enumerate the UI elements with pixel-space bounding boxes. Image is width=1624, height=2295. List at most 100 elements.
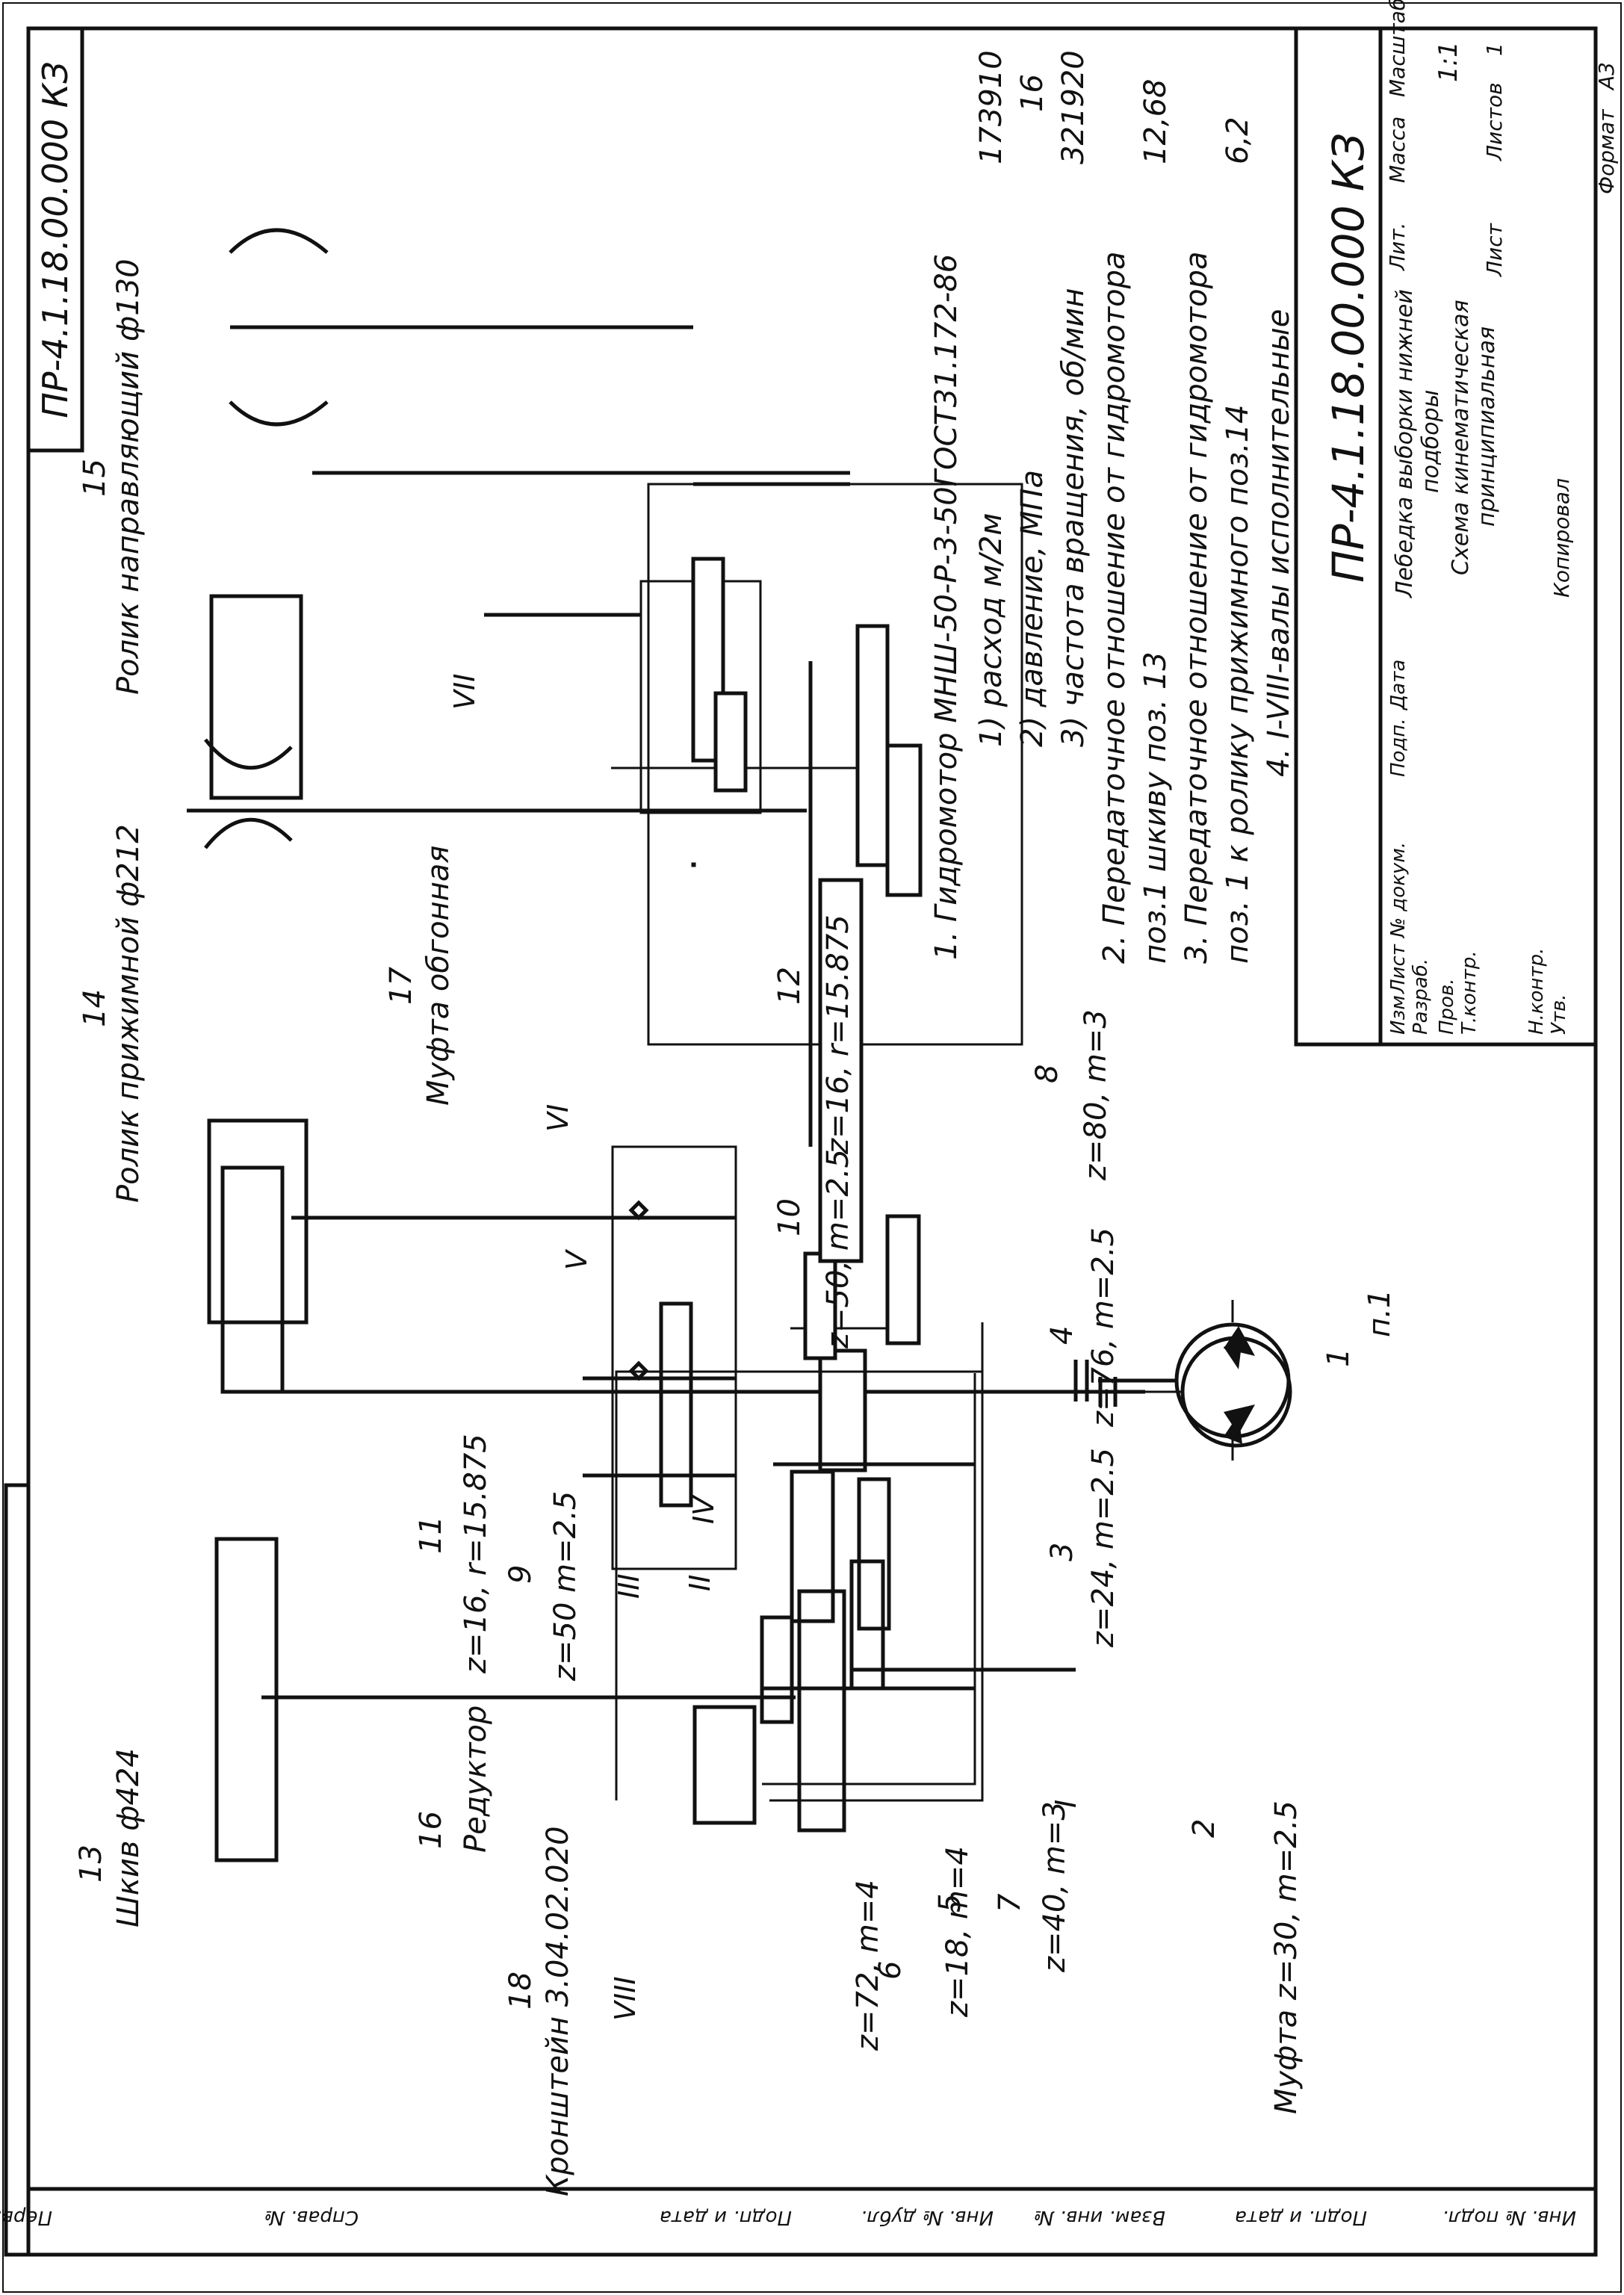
note-line-2: 1) расход м/2м: [974, 513, 1008, 747]
pos-1-number: 1: [1321, 1348, 1356, 1367]
pos-2-number: 2: [1187, 1819, 1221, 1838]
gear-5-rect: [760, 1615, 794, 1724]
pos-6-number: 6: [873, 1961, 908, 1980]
pulley-13-rect: [214, 1537, 279, 1862]
tb-name-line-4: принципиальная: [1474, 326, 1500, 527]
note-value-1: 173910: [974, 50, 1008, 164]
note-line-1: 1. Гидромотор МНШ-50-Р-3-50ГОСТ31.172-86: [929, 254, 964, 960]
corner-code: ПР-4.1.18.00.000 КЗ: [35, 61, 75, 418]
title-block: ПР-4.1.18.00.000 КЗ Лебедка выборки нижн…: [1294, 0, 1619, 1047]
roller-15-arc-2: [229, 228, 329, 254]
gear-6: [818, 1348, 867, 1472]
shaft-labels: III II IV I V VI VII VIII: [448, 674, 1082, 2021]
pos-5-text: z=18, m=4: [940, 1846, 975, 2018]
tb-rev-sign: Подп.: [1387, 718, 1410, 777]
pos-16-number: 16: [414, 1811, 448, 1849]
strip-cell-5: Взам. инв. №: [1033, 2206, 1165, 2229]
pos-4-text: z=76, m=2.5: [1086, 1227, 1121, 1428]
pos-15-number: 15: [78, 459, 112, 497]
tb-format-value: А3: [1594, 62, 1619, 91]
pos-6-text: z=72, m=4: [851, 1880, 885, 2051]
pos-12-number: 12: [772, 967, 807, 1005]
shaft-label-IV: IV: [687, 1494, 720, 1524]
tb-rev-doc: № докум.: [1387, 842, 1410, 939]
pos-7-number: 7: [993, 1893, 1027, 1912]
tb-role-5: Утв.: [1548, 994, 1570, 1035]
rotated-drawing-area: ПР-4.1.18.00.000 КЗ: [4, 26, 1292, 2257]
note-value-4: 12,68: [1138, 78, 1173, 164]
gearbox-outline: [615, 1370, 984, 1802]
shaft-label-VIII: VIII: [609, 1976, 642, 2021]
tb-sheets-value: 1: [1482, 43, 1507, 56]
shaft-label-II: II: [684, 1575, 716, 1591]
gear-6-rect: [797, 1589, 846, 1833]
pos-9-text: z=50 m=2.5: [548, 1491, 583, 1682]
note-value-2: 16: [1015, 74, 1050, 112]
gear-4: [885, 743, 923, 897]
pos-17-number: 17: [384, 967, 418, 1005]
pos-15-text: Ролик направляющий ф130: [111, 258, 146, 695]
tb-sheets: Листов: [1482, 82, 1507, 161]
clutch-12-diamond: [628, 1200, 649, 1221]
hydromotor-triangle-1: [1224, 1326, 1255, 1356]
sprocket-9: [713, 691, 748, 793]
component-labels: 1 п.1 2 Муфта z=30, m=2.5 3 z=24, m=2.5 …: [74, 258, 1397, 2196]
note-line-5: 2. Передаточное отношение от гидромотора: [1097, 251, 1132, 964]
tb-name-line-1: Лебедка выборки нижней: [1392, 289, 1418, 598]
side-strip: [4, 1483, 31, 2257]
pos-11-text: z=16, r=15.875: [459, 1434, 493, 1674]
corner-code-frame: [26, 26, 84, 453]
pos-8-number: 8: [1030, 1065, 1064, 1083]
pos-2-text: Муфта z=30, m=2.5: [1269, 1800, 1304, 2114]
pos-14-number: 14: [78, 989, 112, 1027]
pos-11-number: 11: [414, 1516, 448, 1554]
tb-copied: Копировал: [1549, 478, 1574, 598]
note-line-7: 3. Передаточное отношение от гидромотора: [1180, 251, 1214, 964]
pos-13-text: Шкив ф424: [111, 1748, 146, 1927]
gear-7: [818, 878, 864, 1263]
pos-14-text: Ролик прижимной ф212: [111, 824, 146, 1203]
kinematic-chain: [187, 661, 1076, 1862]
tb-scale: Масштаб: [1385, 0, 1410, 97]
pos-7-text: z=40, m=3: [1038, 1801, 1072, 1973]
chain-box-outline: [611, 1145, 737, 1570]
gear-7-rect: [790, 1469, 835, 1623]
gear-3: [885, 1214, 921, 1345]
hydromotor-triangle-2: [1224, 1404, 1255, 1434]
mechanism: [762, 1300, 1291, 1785]
strip-cell-2: Справ. №: [264, 2206, 359, 2229]
tb-role-3: Т.контр.: [1458, 950, 1481, 1035]
tb-rev-date: Дата: [1387, 660, 1410, 710]
roller-14-rect: [207, 1118, 309, 1325]
shaft-label-VI: VI: [542, 1104, 574, 1132]
strip-cell-7: Инв. № подл.: [1442, 2206, 1576, 2229]
tb-role-4: Н.контр.: [1525, 948, 1548, 1035]
note-line-6: поз.1 шкиву поз. 13: [1138, 651, 1173, 964]
pulley-13: [220, 1165, 285, 1394]
pos-12-text: z=16, r=15.875: [821, 914, 855, 1155]
tb-role-1: Разраб.: [1410, 958, 1432, 1035]
pos-3-number: 3: [1045, 1543, 1079, 1561]
bracket-18-rect: [692, 1705, 757, 1825]
tb-lit: Лит.: [1385, 223, 1410, 271]
bracket-placeholder: [691, 862, 696, 867]
tb-name-line-3: Схема кинематическая: [1448, 300, 1474, 575]
tb-rev-list: Лист: [1387, 944, 1410, 994]
tb-sheet: Лист: [1482, 223, 1507, 277]
pos-18-number: 18: [503, 1972, 538, 2010]
pos-3-text: z=24, m=2.5: [1086, 1448, 1121, 1648]
tb-name-line-2: подборы: [1418, 390, 1444, 493]
pos-10-number: 10: [772, 1198, 807, 1236]
pos-18-text: Кронштейн 3.04.02.020: [541, 1826, 575, 2196]
tb-scale-value: 1:1: [1434, 41, 1463, 82]
gear-3-rect: [849, 1559, 885, 1691]
strip-cell-4: Инв. № дубл.: [861, 2206, 994, 2229]
shaft-label-V: V: [560, 1248, 593, 1270]
note-value-5: 6,2: [1221, 117, 1255, 164]
pos-17-text: Муфта обгонная: [421, 846, 456, 1106]
pos-4-number: 4: [1045, 1326, 1079, 1345]
shaft-label-III: III: [613, 1573, 645, 1599]
tb-rev-izm: Изм: [1387, 995, 1410, 1035]
